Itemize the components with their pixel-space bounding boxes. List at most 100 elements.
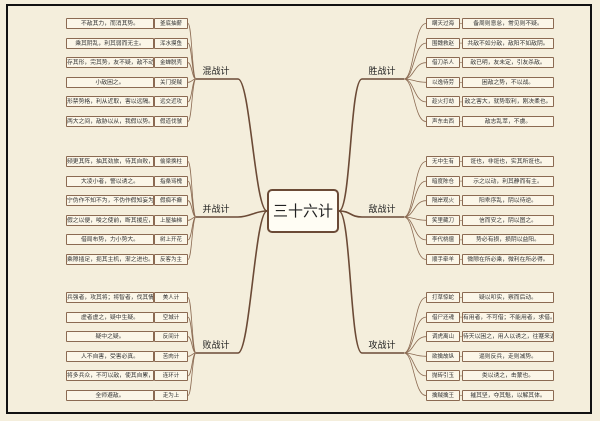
leaf-text[interactable]: 信而安之，阴以图之。 (462, 214, 554, 226)
leaf-name[interactable]: 空城计 (154, 311, 188, 323)
leaf-name[interactable]: 李代桃僵 (426, 234, 460, 246)
leaf-name[interactable]: 趁火打劫 (426, 96, 460, 108)
leaf-name[interactable]: 金蝉脱壳 (154, 57, 188, 69)
leaf-text[interactable]: 困敌之势，不以战。 (462, 76, 554, 88)
branch-label[interactable]: 并战计 (202, 205, 230, 215)
leaf-text[interactable]: 敌已明，友未定，引友杀敌。 (462, 57, 554, 69)
leaf-text[interactable]: 敌之害大，就势取利，刚决柔也。 (462, 96, 554, 108)
connector-line (403, 23, 427, 80)
leaf-name[interactable]: 声东击西 (426, 116, 460, 127)
leaf-name[interactable]: 假痴不癫 (154, 195, 188, 207)
leaf-text[interactable]: 人不自害，受害必真。 (66, 350, 154, 362)
leaf-text[interactable]: 乘隙插足，扼其主机，渐之进也。 (66, 254, 154, 265)
leaf-name[interactable]: 苦肉计 (154, 350, 188, 362)
leaf-name[interactable]: 擒贼擒王 (426, 390, 460, 401)
leaf-name[interactable]: 借刀杀人 (426, 57, 460, 69)
leaf-text[interactable]: 微隙在所必乘，微利在所必得。 (462, 254, 554, 265)
leaf-name[interactable]: 围魏救赵 (426, 37, 460, 49)
leaf-text[interactable]: 兵强者，攻其将；将智者，伐其情。 (66, 292, 154, 303)
leaf-name[interactable]: 假道伐虢 (154, 116, 188, 127)
leaf-name[interactable]: 偷梁换柱 (154, 156, 188, 167)
leaf-text[interactable]: 不敌其力，而消其势。 (66, 18, 154, 29)
leaf-text[interactable]: 敌志乱萃，不虞。 (462, 116, 554, 127)
leaf-name[interactable]: 釜底抽薪 (154, 18, 188, 29)
leaf-name[interactable]: 上屋抽梯 (154, 214, 188, 226)
connector-line (196, 78, 268, 212)
leaf-text[interactable]: 将多兵众，不可以敌，使其自累，以杀其势。 (66, 370, 154, 382)
central-topic[interactable]: 三十六计 (267, 189, 339, 233)
leaf-text[interactable]: 共敌不如分敌，敌阳不如敌阴。 (462, 37, 554, 49)
branch-label[interactable]: 攻战计 (368, 341, 396, 351)
leaf-text[interactable]: 存其形，完其势，友不疑，敌不动。 (66, 57, 154, 69)
branch-label[interactable]: 敌战计 (368, 205, 396, 215)
leaf-text[interactable]: 摧其坚，夺其魁，以解其体。 (462, 390, 554, 401)
leaf-text[interactable]: 大凌小者，警以诱之。 (66, 175, 154, 187)
connector-line (403, 62, 427, 80)
leaf-name[interactable]: 浑水摸鱼 (154, 37, 188, 49)
connector-line (187, 316, 197, 354)
leaf-name[interactable]: 无中生有 (426, 156, 460, 167)
leaf-name[interactable]: 顺手牵羊 (426, 254, 460, 265)
leaf-text[interactable]: 虚者虚之，疑中生疑。 (66, 311, 154, 323)
leaf-name[interactable]: 美人计 (154, 292, 188, 303)
leaf-text[interactable]: 势必有损，损阴以益阳。 (462, 234, 554, 246)
leaf-text[interactable]: 小敌困之。 (66, 76, 154, 88)
leaf-text[interactable]: 有用者，不可借；不能用者，求借。 (462, 311, 554, 323)
connector-line (187, 42, 197, 80)
connector-line (403, 297, 427, 354)
leaf-name[interactable]: 笑里藏刀 (426, 214, 460, 226)
leaf-text[interactable]: 示之以动，利其静而有主。 (462, 175, 554, 187)
leaf-name[interactable]: 打草惊蛇 (426, 292, 460, 303)
connector-line (403, 336, 427, 354)
leaf-text[interactable]: 宁伪作不知不为，不伪作假知妄为。 (66, 195, 154, 207)
connector-line (403, 78, 427, 122)
leaf-name[interactable]: 指桑骂槐 (154, 175, 188, 187)
leaf-name[interactable]: 瞒天过海 (426, 18, 460, 29)
branch-label[interactable]: 混战计 (202, 67, 230, 77)
branch-label[interactable]: 胜战计 (368, 67, 396, 77)
connector-line (196, 210, 268, 354)
leaf-text[interactable]: 借局布势，力小势大。 (66, 234, 154, 246)
leaf-text[interactable]: 形禁势格，利从近取，害以远隔。 (66, 96, 154, 108)
leaf-name[interactable]: 关门捉贼 (154, 76, 188, 88)
leaf-name[interactable]: 走为上 (154, 390, 188, 401)
leaf-text[interactable]: 疑以叩实，察而后动。 (462, 292, 554, 303)
connector-line (338, 210, 404, 354)
leaf-name[interactable]: 借尸还魂 (426, 311, 460, 323)
leaf-name[interactable]: 欲擒故纵 (426, 350, 460, 362)
leaf-name[interactable]: 远交近攻 (154, 96, 188, 108)
connector-line (187, 216, 197, 260)
leaf-name[interactable]: 连环计 (154, 370, 188, 382)
leaf-text[interactable]: 疑中之疑。 (66, 331, 154, 343)
leaf-text[interactable]: 两大之间，敌胁以从，我假以势。 (66, 116, 154, 127)
leaf-text[interactable]: 逼则反兵，走则减势。 (462, 350, 554, 362)
leaf-text[interactable]: 假之以便，唆之使前，断其援应，陷之死地。 (66, 214, 154, 226)
leaf-name[interactable]: 以逸待劳 (426, 76, 460, 88)
leaf-name[interactable]: 反间计 (154, 331, 188, 343)
connector-line (403, 200, 427, 218)
leaf-text[interactable]: 备周则意怠，常见则不疑。 (462, 18, 554, 29)
leaf-name[interactable]: 隔岸观火 (426, 195, 460, 207)
leaf-name[interactable]: 暗度陈仓 (426, 175, 460, 187)
connector-line (403, 161, 427, 218)
leaf-text[interactable]: 诳也，非诳也，实其所诳也。 (462, 156, 554, 167)
leaf-text[interactable]: 频更其阵，抽其劲旅，待其自败，而后乘之。 (66, 156, 154, 167)
connector-line (403, 216, 427, 260)
leaf-text[interactable]: 乘其阴乱，利其弱而无主。 (66, 37, 154, 49)
leaf-name[interactable]: 树上开花 (154, 234, 188, 246)
leaf-name[interactable]: 反客为主 (154, 254, 188, 265)
connector-line (187, 352, 197, 396)
connector-line (403, 180, 427, 218)
leaf-text[interactable]: 待天以困之，用人以诱之，往蹇来返。 (462, 331, 554, 343)
branch-label[interactable]: 败战计 (202, 341, 230, 351)
connector-line (403, 42, 427, 80)
connector-line (338, 78, 404, 212)
leaf-text[interactable]: 全师避敌。 (66, 390, 154, 401)
connector-line (187, 62, 197, 80)
leaf-text[interactable]: 阳乖序乱，阴以待逆。 (462, 195, 554, 207)
leaf-text[interactable]: 类以诱之，击蒙也。 (462, 370, 554, 382)
leaf-name[interactable]: 抛砖引玉 (426, 370, 460, 382)
leaf-name[interactable]: 调虎离山 (426, 331, 460, 343)
